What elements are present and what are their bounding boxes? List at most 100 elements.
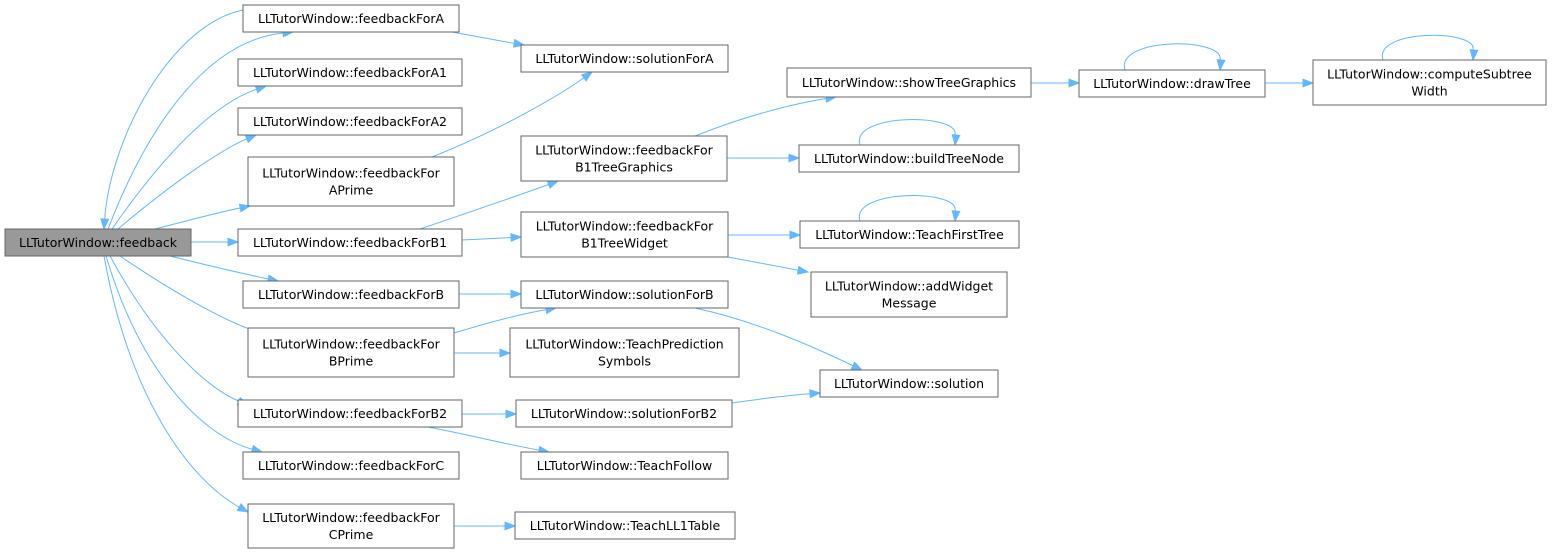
node-label: LLTutorWindow::feedback: [19, 235, 178, 250]
edge-feedback-to-feedbackForCPrime: [103, 255, 241, 509]
node-feedbackForC[interactable]: LLTutorWindow::feedbackForC: [242, 451, 460, 480]
edge-feedbackForA-to-feedback-arrowhead: [100, 218, 110, 231]
node-box: [520, 280, 729, 309]
node-label: BPrime: [329, 354, 374, 369]
edge-feedbackForB2-to-solutionForB2-arrowhead: [505, 409, 518, 419]
node-label: LLTutorWindow::feedbackForB2: [253, 406, 447, 421]
node-box: [1312, 59, 1547, 106]
node-label: Message: [882, 296, 937, 311]
node-box: [509, 327, 740, 378]
edge-feedbackForB1TreeGraphics-to-buildTreeNode-arrowhead: [788, 153, 801, 163]
edge-feedback-to-feedbackForAPrime-arrowhead: [238, 203, 252, 213]
edge-solutionForB2-to-solution-arrowhead: [809, 389, 822, 399]
edge-feedback-to-feedbackForA1-arrowhead: [254, 85, 268, 94]
node-buildTreeNode[interactable]: LLTutorWindow::buildTreeNode: [798, 144, 1020, 173]
node-feedbackForA[interactable]: LLTutorWindow::feedbackForA: [242, 4, 460, 33]
node-box: [247, 156, 455, 207]
node-showTreeGraphics[interactable]: LLTutorWindow::showTreeGraphics: [786, 67, 1032, 98]
node-drawTree[interactable]: LLTutorWindow::drawTree: [1078, 69, 1266, 98]
node-label: LLTutorWindow::computeSubtree: [1327, 67, 1532, 82]
node-label: LLTutorWindow::feedbackForB1: [253, 235, 447, 250]
node-TeachFirstTree[interactable]: LLTutorWindow::TeachFirstTree: [799, 220, 1020, 249]
node-box: [242, 4, 460, 33]
edge-feedbackForBPrime-to-solutionForB: [453, 308, 548, 334]
node-box: [786, 67, 1032, 98]
node-solutionForB2[interactable]: LLTutorWindow::solutionForB2: [515, 399, 733, 428]
edge-feedbackForAPrime-to-solutionForA-arrowhead: [580, 71, 594, 82]
node-feedbackForA1[interactable]: LLTutorWindow::feedbackForA1: [237, 58, 463, 87]
node-box: [520, 44, 729, 73]
node-feedbackForB1[interactable]: LLTutorWindow::feedbackForB1: [237, 228, 463, 257]
edge-feedbackForB1TreeWidget-to-TeachFirstTree-arrowhead: [789, 230, 802, 240]
node-label: LLTutorWindow::feedbackFor: [262, 510, 440, 525]
node-label: Symbols: [598, 354, 651, 369]
node-box: [247, 327, 455, 378]
node-box: [247, 503, 455, 549]
node-box: [237, 107, 463, 136]
node-label: B1TreeGraphics: [575, 160, 673, 175]
edge-feedbackForB1TreeWidget-to-addWidgetMessage: [727, 256, 800, 271]
node-label: LLTutorWindow::feedbackFor: [535, 143, 713, 158]
edge-feedbackForBPrime-to-TeachPredictionSymbols-arrowhead: [499, 348, 512, 358]
edge-TeachFirstTree-to-TeachFirstTree-arrowhead: [951, 210, 961, 223]
node-solution[interactable]: LLTutorWindow::solution: [819, 369, 999, 398]
node-box: [520, 211, 729, 258]
edge-feedback-to-feedbackForA2: [117, 138, 248, 230]
node-TeachLL1Table[interactable]: LLTutorWindow::TeachLL1Table: [514, 511, 736, 540]
edge-feedbackForB1TreeGraphics-to-showTreeGraphics: [694, 97, 828, 137]
node-label: LLTutorWindow::feedbackForA1: [253, 65, 447, 80]
node-solutionForA[interactable]: LLTutorWindow::solutionForA: [520, 44, 729, 73]
edge-feedbackForB1-to-feedbackForB1TreeWidget-arrowhead: [510, 232, 523, 243]
edge-TeachFirstTree-to-TeachFirstTree: [859, 195, 956, 222]
edge-feedback-to-feedbackForB1-arrowhead: [227, 237, 240, 247]
node-box: [819, 369, 999, 398]
node-feedbackForB[interactable]: LLTutorWindow::feedbackForB: [242, 280, 460, 309]
node-box: [242, 280, 460, 309]
node-label: LLTutorWindow::solutionForB2: [531, 406, 717, 421]
node-box: [237, 228, 463, 257]
node-label: LLTutorWindow::solution: [834, 376, 984, 391]
node-feedback[interactable]: LLTutorWindow::feedback: [4, 228, 192, 257]
node-box: [798, 144, 1020, 173]
node-label: LLTutorWindow::TeachFollow: [537, 458, 712, 473]
node-label: LLTutorWindow::feedbackForC: [258, 458, 445, 473]
node-label: LLTutorWindow::solutionForB: [535, 287, 713, 302]
node-label: LLTutorWindow::TeachFirstTree: [815, 227, 1004, 242]
node-box: [520, 451, 729, 480]
node-box: [242, 451, 460, 480]
node-label: LLTutorWindow::drawTree: [1093, 76, 1251, 91]
node-label: LLTutorWindow::feedbackForA: [258, 11, 445, 26]
node-box: [237, 399, 463, 428]
edge-feedback-to-feedbackForA1: [111, 88, 258, 230]
node-feedbackForA2[interactable]: LLTutorWindow::feedbackForA2: [237, 107, 463, 136]
edge-feedback-to-feedbackForAPrime: [154, 207, 242, 230]
node-TeachFollow[interactable]: LLTutorWindow::TeachFollow: [520, 451, 729, 480]
node-label: LLTutorWindow::TeachPrediction: [525, 337, 723, 352]
edge-feedbackForA-to-feedback: [104, 9, 244, 221]
node-box: [799, 220, 1020, 249]
edge-feedback-to-feedbackForA: [107, 32, 285, 230]
node-box: [810, 271, 1008, 318]
node-feedbackForB2[interactable]: LLTutorWindow::feedbackForB2: [237, 399, 463, 428]
edge-feedback-to-feedbackForB2: [109, 255, 240, 402]
edge-feedbackForB1TreeWidget-to-addWidgetMessage-arrowhead: [796, 265, 810, 275]
call-graph-edges: [100, 9, 1479, 531]
edge-buildTreeNode-to-buildTreeNode-arrowhead: [951, 134, 961, 147]
edge-feedback-to-feedbackForA2-arrowhead: [244, 134, 258, 144]
edge-buildTreeNode-to-buildTreeNode: [859, 119, 956, 146]
node-label: APrime: [329, 183, 374, 198]
edge-feedbackForB2-to-TeachFollow: [427, 426, 541, 451]
node-label: Width: [1411, 84, 1447, 99]
edge-solutionForB-to-solution: [694, 307, 855, 367]
node-box: [514, 511, 736, 540]
node-solutionForB[interactable]: LLTutorWindow::solutionForB: [520, 280, 729, 309]
